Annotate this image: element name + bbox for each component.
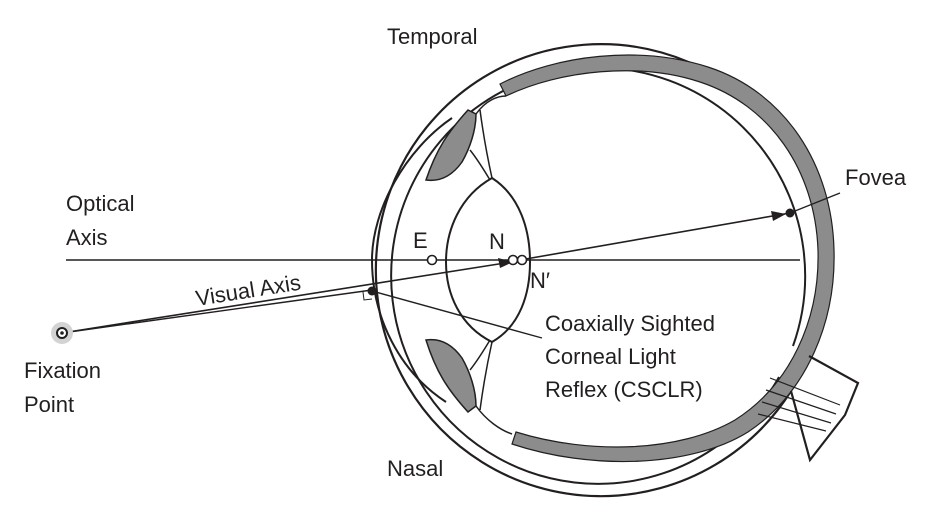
csclr-line	[61, 289, 373, 334]
optical-axis-label-line2: Axis	[66, 225, 108, 250]
point-e-label: E	[413, 228, 428, 253]
fixation-point-center	[60, 331, 64, 335]
csclr-label-line3: Reflex (CSCLR)	[545, 377, 703, 402]
csclr-label-line2: Corneal Light	[545, 344, 676, 369]
ciliary-body-lower	[469, 339, 513, 435]
visual-axis-line	[61, 262, 506, 334]
retina-layer	[499, 54, 835, 463]
fovea-leader-line	[789, 192, 841, 214]
optic-nerve	[789, 355, 860, 463]
lens	[444, 176, 532, 344]
csclr-leader-line	[371, 290, 543, 339]
temporal-label: Temporal	[387, 24, 477, 49]
point-n-label: N	[489, 229, 505, 254]
point-n-prime-marker	[516, 254, 528, 266]
iris-upper	[425, 109, 477, 182]
visual-axis-arrowhead	[498, 258, 513, 268]
point-e-marker	[426, 254, 438, 266]
iris-lower	[425, 338, 477, 414]
visual-axis-label: Visual Axis	[194, 270, 303, 311]
nasal-label: Nasal	[387, 456, 443, 481]
fixation-label-line1: Fixation	[24, 358, 101, 383]
point-n-marker	[507, 254, 519, 266]
fixation-label-line2: Point	[24, 392, 74, 417]
right-angle-marker	[362, 291, 373, 301]
optic-nerve-fibers	[757, 377, 841, 432]
fovea-point	[785, 208, 795, 218]
csclr-label-line1: Coaxially Sighted	[545, 311, 715, 336]
ciliary-body-upper	[469, 95, 507, 181]
point-n-prime-label: N′	[530, 268, 550, 293]
optical-axis-label-line1: Optical	[66, 191, 134, 216]
fovea-label: Fovea	[845, 165, 907, 190]
fovea-ray-arrowhead	[771, 211, 786, 221]
fovea-ray-line	[519, 212, 791, 261]
eyeball-inner-wall	[390, 66, 807, 485]
